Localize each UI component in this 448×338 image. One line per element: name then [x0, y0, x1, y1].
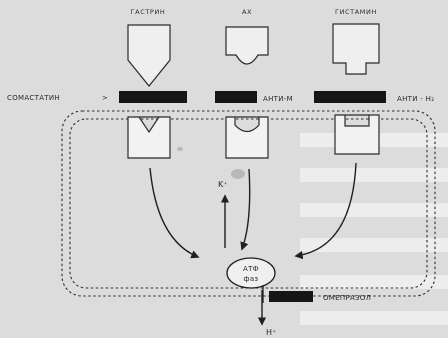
omeprazole-label: ОМЕПРАЗОЛ [323, 294, 371, 302]
histamine-ligand-shape [333, 24, 379, 74]
somatostatin-label: СОМАСТАТИН [7, 94, 60, 102]
anti-h2-block-bar [314, 91, 386, 103]
smudge-mark [231, 169, 245, 179]
histamine-receptor [335, 115, 379, 154]
gastrin-receptor [128, 117, 170, 158]
ach-ligand-shape [226, 27, 268, 64]
atpase-label-line2: фаз [244, 275, 259, 283]
ach-signal-arrow [242, 169, 250, 249]
gastrin-signal-arrow [150, 168, 198, 257]
smudge-mark [177, 147, 183, 151]
k-ion-label: K⁺ [218, 180, 227, 189]
atpase-pump [227, 258, 275, 288]
histamine-label: ГИСТАМИН [335, 8, 377, 16]
background-stripes [300, 140, 448, 318]
h-ion-label: H⁺ [266, 328, 276, 337]
anti-h2-label: АНТИ - Н₂ [397, 95, 434, 103]
omeprazole-block-bar [269, 291, 313, 302]
ach-label: АХ [242, 8, 252, 16]
somatostatin-arrow: > [102, 94, 108, 102]
gastrin-label: ГАСТРИН [131, 8, 166, 16]
ach-receptor [226, 117, 268, 158]
anti-m-label: АНТИ-М [263, 95, 293, 103]
atpase-label-line1: АТФ [243, 265, 259, 273]
anti-m-block-bar [215, 91, 257, 103]
gastrin-ligand-shape [128, 25, 170, 86]
somatostatin-block-bar [119, 91, 187, 103]
